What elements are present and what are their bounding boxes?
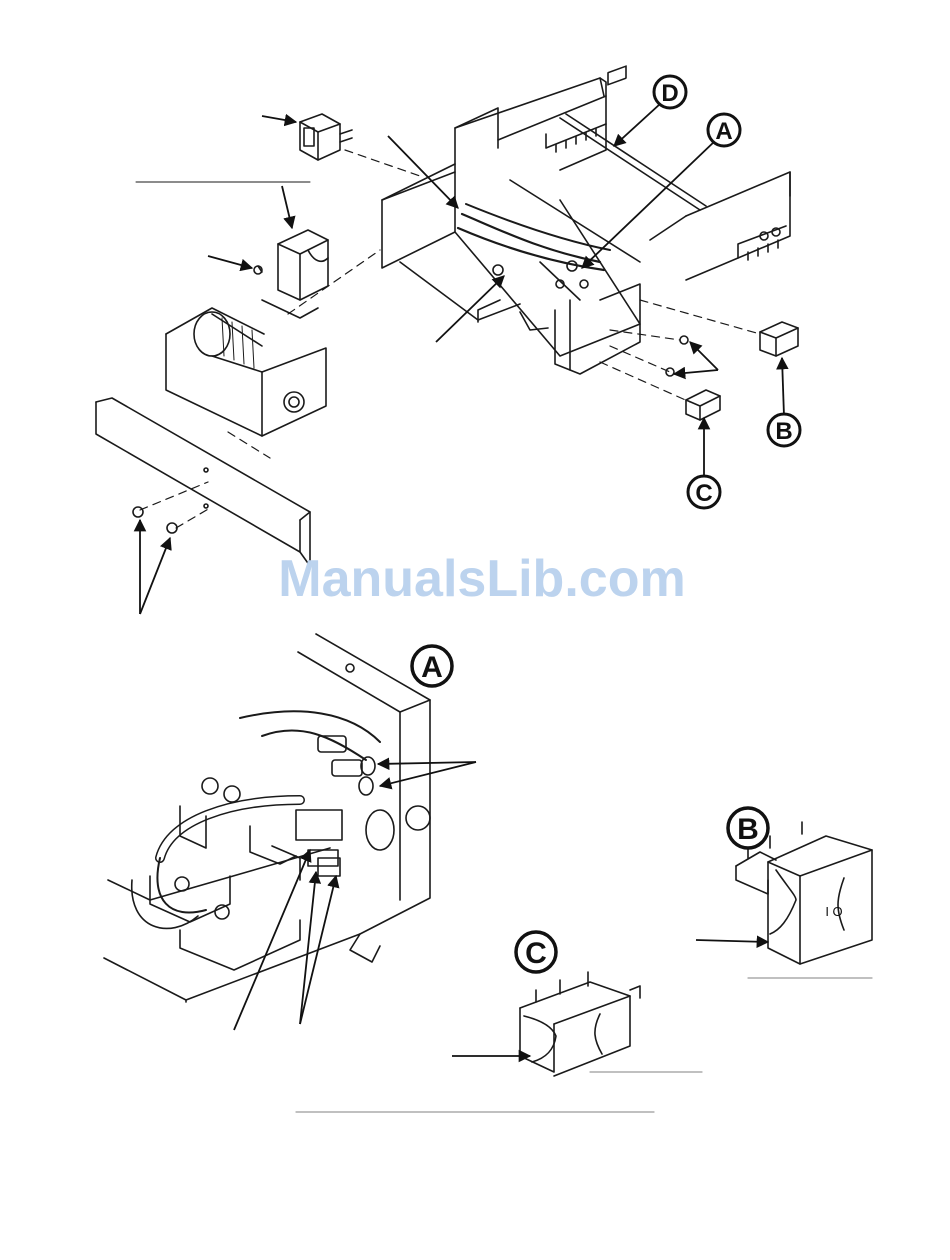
relay-component [300, 114, 352, 160]
svg-text:C: C [695, 480, 712, 507]
switch-b-marking: I O [825, 904, 842, 919]
svg-text:A: A [421, 651, 443, 684]
svg-text:D: D [661, 80, 678, 107]
spool-assembly [166, 308, 326, 436]
switch-c-small [686, 390, 720, 420]
callout-a-top: A [708, 114, 740, 146]
svg-text:A: A [715, 118, 732, 145]
callout-a-detail: A [412, 646, 452, 686]
detail-a-view [104, 634, 430, 1002]
callout-d-top: D [654, 76, 686, 108]
watermark: ManualsLib.com [278, 550, 685, 608]
svg-text:C: C [525, 937, 547, 970]
detail-c-switch [520, 972, 640, 1076]
callout-c-top: C [688, 476, 720, 508]
screws [133, 265, 688, 533]
svg-text:B: B [775, 418, 792, 445]
callout-c-detail: C [516, 932, 556, 972]
mounting-plate [96, 398, 310, 566]
cover-bracket [254, 230, 328, 318]
callout-b-top: B [768, 414, 800, 446]
svg-text:B: B [737, 813, 759, 846]
chassis-frame [382, 66, 790, 374]
switch-b-small [760, 322, 798, 356]
callout-b-detail: B [728, 808, 768, 848]
